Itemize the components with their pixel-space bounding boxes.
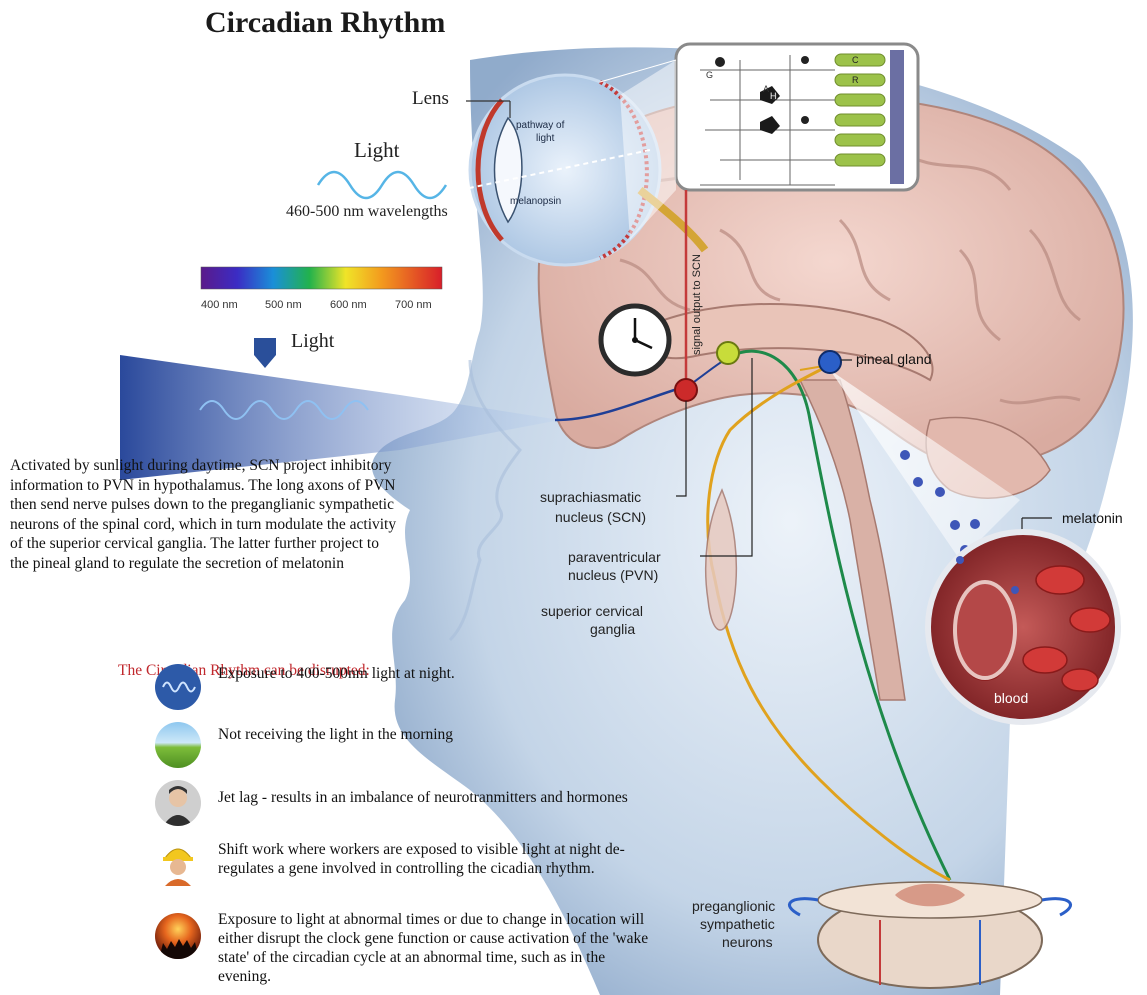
- description-paragraph: Activated by sunlight during daytime, SC…: [10, 456, 400, 573]
- spectrum-bar: [201, 267, 442, 289]
- vessel-lumen: [955, 582, 1015, 678]
- svg-text:blood: blood: [994, 690, 1028, 706]
- svg-text:sympathetic: sympathetic: [700, 916, 775, 932]
- light-wave-icon: [155, 664, 201, 710]
- svg-text:nucleus (PVN): nucleus (PVN): [568, 567, 658, 583]
- disruptor-text: Exposure to 400-500nm light at night.: [218, 664, 658, 683]
- page-title: Circadian Rhythm: [205, 6, 445, 40]
- svg-text:melanopsin: melanopsin: [510, 196, 561, 207]
- svg-text:600 nm: 600 nm: [330, 299, 367, 311]
- svg-text:pineal gland: pineal gland: [856, 351, 932, 367]
- disruptor-item: Exposure to light at abnormal times or d…: [155, 913, 655, 963]
- disruptor-item: Not receiving the light in the morning: [155, 722, 655, 772]
- jet-lag-person-icon: [155, 780, 201, 826]
- svg-text:R: R: [852, 75, 859, 85]
- svg-text:700 nm: 700 nm: [395, 299, 432, 311]
- svg-text:500 nm: 500 nm: [265, 299, 302, 311]
- disruptor-item: Jet lag - results in an imbalance of neu…: [155, 780, 655, 830]
- svg-text:pathway of: pathway of: [516, 120, 565, 131]
- svg-text:superior cervical: superior cervical: [541, 603, 643, 619]
- light-wave: [318, 172, 446, 198]
- hard-hat-worker-icon: [155, 840, 201, 886]
- svg-text:G: G: [706, 70, 713, 80]
- disruptor-text: Exposure to light at abnormal times or d…: [218, 910, 658, 986]
- svg-text:neurons: neurons: [722, 934, 773, 950]
- svg-text:ganglia: ganglia: [590, 621, 635, 637]
- morning-field-icon: [155, 722, 201, 768]
- svg-text:signal output to SCN: signal output to SCN: [691, 254, 703, 355]
- lens-label: Lens: [412, 88, 449, 110]
- disruptor-text: Not receiving the light in the morning: [218, 725, 658, 744]
- light-down-arrow: [254, 338, 276, 368]
- svg-text:suprachiasmatic: suprachiasmatic: [540, 489, 641, 505]
- svg-text:paraventricular: paraventricular: [568, 549, 661, 565]
- crowd-lights-icon: [155, 913, 201, 959]
- svg-text:A: A: [763, 84, 769, 94]
- svg-text:H: H: [770, 91, 777, 101]
- light-label: Light: [354, 138, 400, 163]
- disruptor-text: Jet lag - results in an imbalance of neu…: [218, 788, 658, 807]
- wavelength-label: 460-500 nm wavelengths: [286, 203, 448, 221]
- disruptor-text: Shift work where workers are exposed to …: [218, 840, 658, 878]
- svg-text:400 nm: 400 nm: [201, 299, 238, 311]
- disruptor-item: Exposure to 400-500nm light at night.: [155, 664, 655, 714]
- light-arrow-label: Light: [291, 330, 334, 353]
- svg-text:light: light: [536, 133, 555, 144]
- svg-text:nucleus (SCN): nucleus (SCN): [555, 509, 646, 525]
- disruptor-item: Shift work where workers are exposed to …: [155, 840, 655, 890]
- scn-marker: [675, 379, 697, 401]
- pvn-marker: [717, 342, 739, 364]
- svg-text:C: C: [852, 55, 859, 65]
- pineal-marker: [819, 351, 841, 373]
- svg-text:preganglionic: preganglionic: [692, 898, 775, 914]
- svg-text:melatonin: melatonin: [1062, 510, 1123, 526]
